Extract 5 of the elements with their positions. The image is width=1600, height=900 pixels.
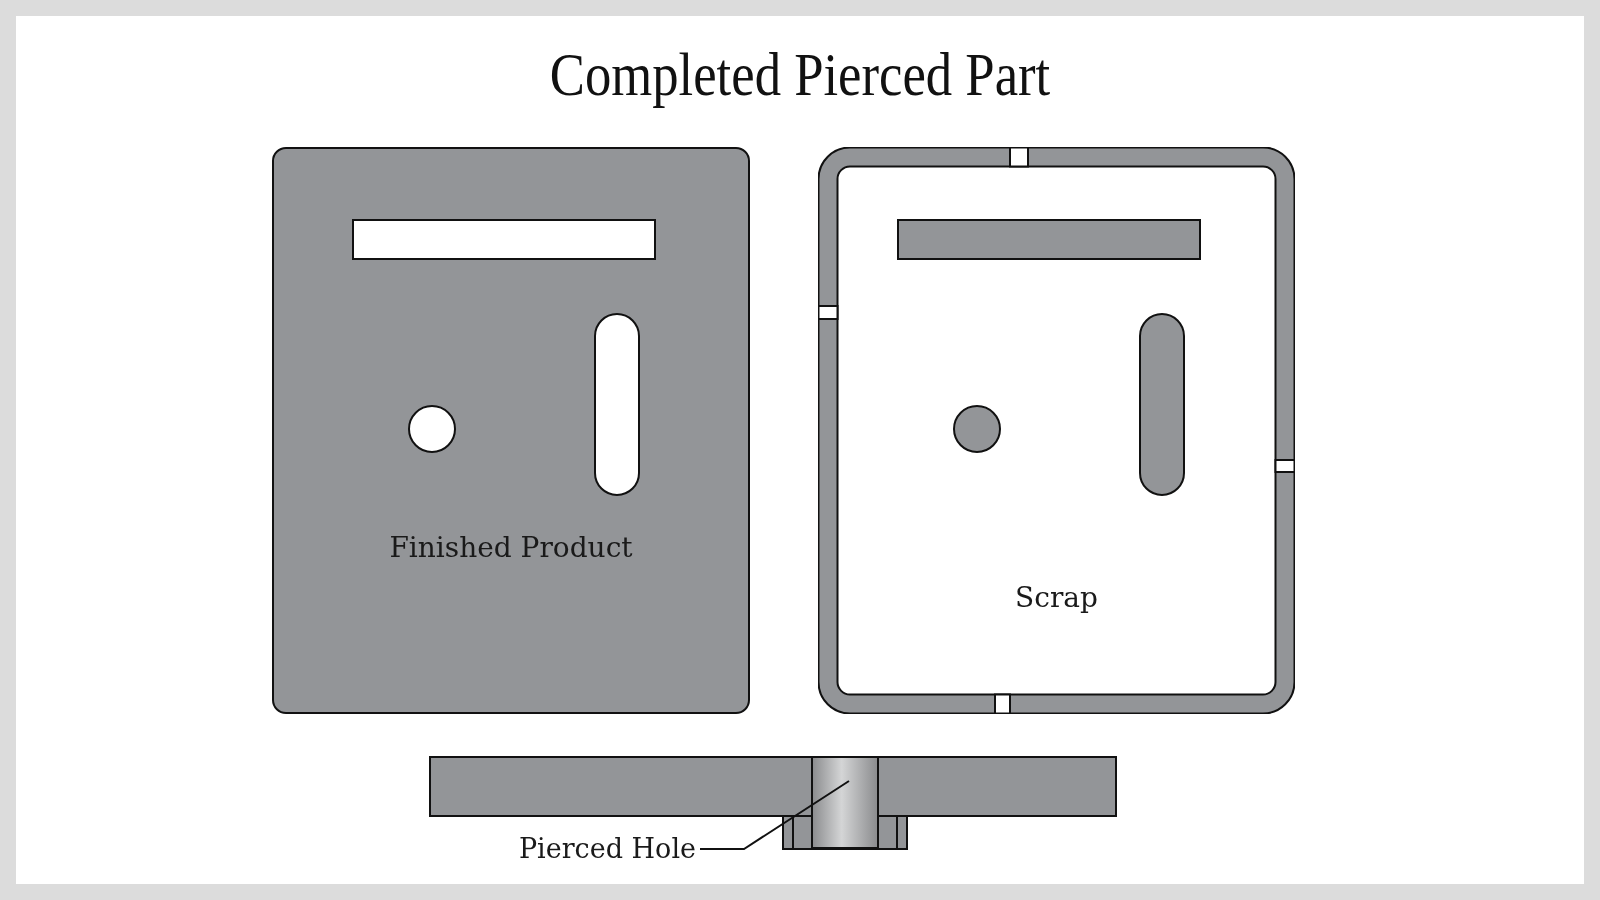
diagram-title: Completed Pierced Part <box>548 39 1052 110</box>
finished-plate <box>272 147 750 714</box>
callout-label: Pierced Hole <box>518 831 696 866</box>
part-label: Finished Product <box>388 530 634 566</box>
part-label: Scrap <box>1014 580 1099 616</box>
